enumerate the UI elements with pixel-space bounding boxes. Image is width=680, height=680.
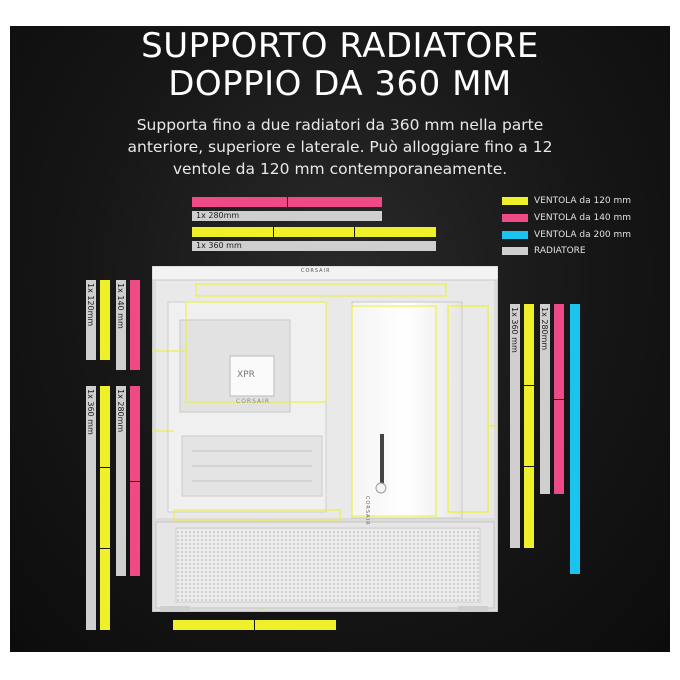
- top-radiator-360-label: 1x 360 mm: [196, 241, 242, 250]
- legend-swatch-radiator: [502, 247, 528, 255]
- top-radiator-360-bar: 1x 360 mm: [192, 241, 436, 251]
- legend-label-200: VENTOLA da 200 mm: [534, 230, 632, 240]
- left-radiator-280-bar: 1x 280mm: [116, 386, 126, 576]
- left-radiator-360-bar: 1x 360 mm: [86, 386, 96, 630]
- right-radiator-360-bar: 1x 360 mm: [510, 304, 520, 548]
- left-radiator-120-bar: 1x 120mm: [86, 280, 96, 360]
- case-panel-brand: CORSAIR: [236, 398, 271, 405]
- legend-label-radiator: RADIATORE: [534, 246, 586, 256]
- legend-swatch-140: [502, 214, 528, 222]
- description-line-2: anteriore, superiore e laterale. Può all…: [127, 138, 553, 156]
- left-radiator-140-label: 1x 140 mm: [116, 283, 125, 329]
- right-fan-200-bar: [570, 304, 580, 574]
- description-line-3: ventole da 120 mm contemporaneamente.: [172, 160, 508, 178]
- left-radiator-280-label: 1x 280mm: [116, 389, 125, 433]
- right-fan-120-bar: [524, 304, 534, 548]
- left-radiator-120-label: 1x 120mm: [86, 283, 95, 327]
- right-radiator-360-label: 1x 360 mm: [510, 307, 519, 353]
- bottom-fan-120-bar: [173, 620, 336, 630]
- description-line-1: Supporta fino a due radiatori da 360 mm …: [136, 116, 544, 134]
- top-radiator-280-label: 1x 280mm: [196, 211, 240, 220]
- legend-label-140: VENTOLA da 140 mm: [534, 213, 632, 223]
- legend-label-120: VENTOLA da 120 mm: [534, 196, 632, 206]
- title-line-1: SUPPORTO RADIATORE: [141, 26, 539, 66]
- left-radiator-360-label: 1x 360 mm: [86, 389, 95, 435]
- right-radiator-280-label: 1x 280mm: [540, 307, 549, 351]
- top-fan-140-bar: [192, 197, 382, 207]
- legend-swatch-200: [502, 231, 528, 239]
- legend-swatch-120: [502, 197, 528, 205]
- left-fan-140-stack-bar: [130, 386, 140, 576]
- cooler-logo-text: XPR: [237, 370, 255, 380]
- left-fan-120-bar: [100, 280, 110, 360]
- right-fan-140-bar: [554, 304, 564, 494]
- top-radiator-280-bar: 1x 280mm: [192, 211, 382, 221]
- pc-case-illustration: [152, 266, 498, 612]
- case-side-brand: CORSAIR: [364, 496, 370, 526]
- top-fan-120-bar: [192, 227, 436, 237]
- product-infographic: SUPPORTO RADIATORE DOPPIO DA 360 MM Supp…: [10, 26, 670, 652]
- left-radiator-140-bar: 1x 140 mm: [116, 280, 126, 370]
- left-fan-140-bar: [130, 280, 140, 370]
- case-top-brand: CORSAIR: [301, 268, 331, 274]
- title-line-2: DOPPIO DA 360 MM: [168, 64, 512, 104]
- right-radiator-280-bar: 1x 280mm: [540, 304, 550, 494]
- left-fan-120-stack-bar: [100, 386, 110, 630]
